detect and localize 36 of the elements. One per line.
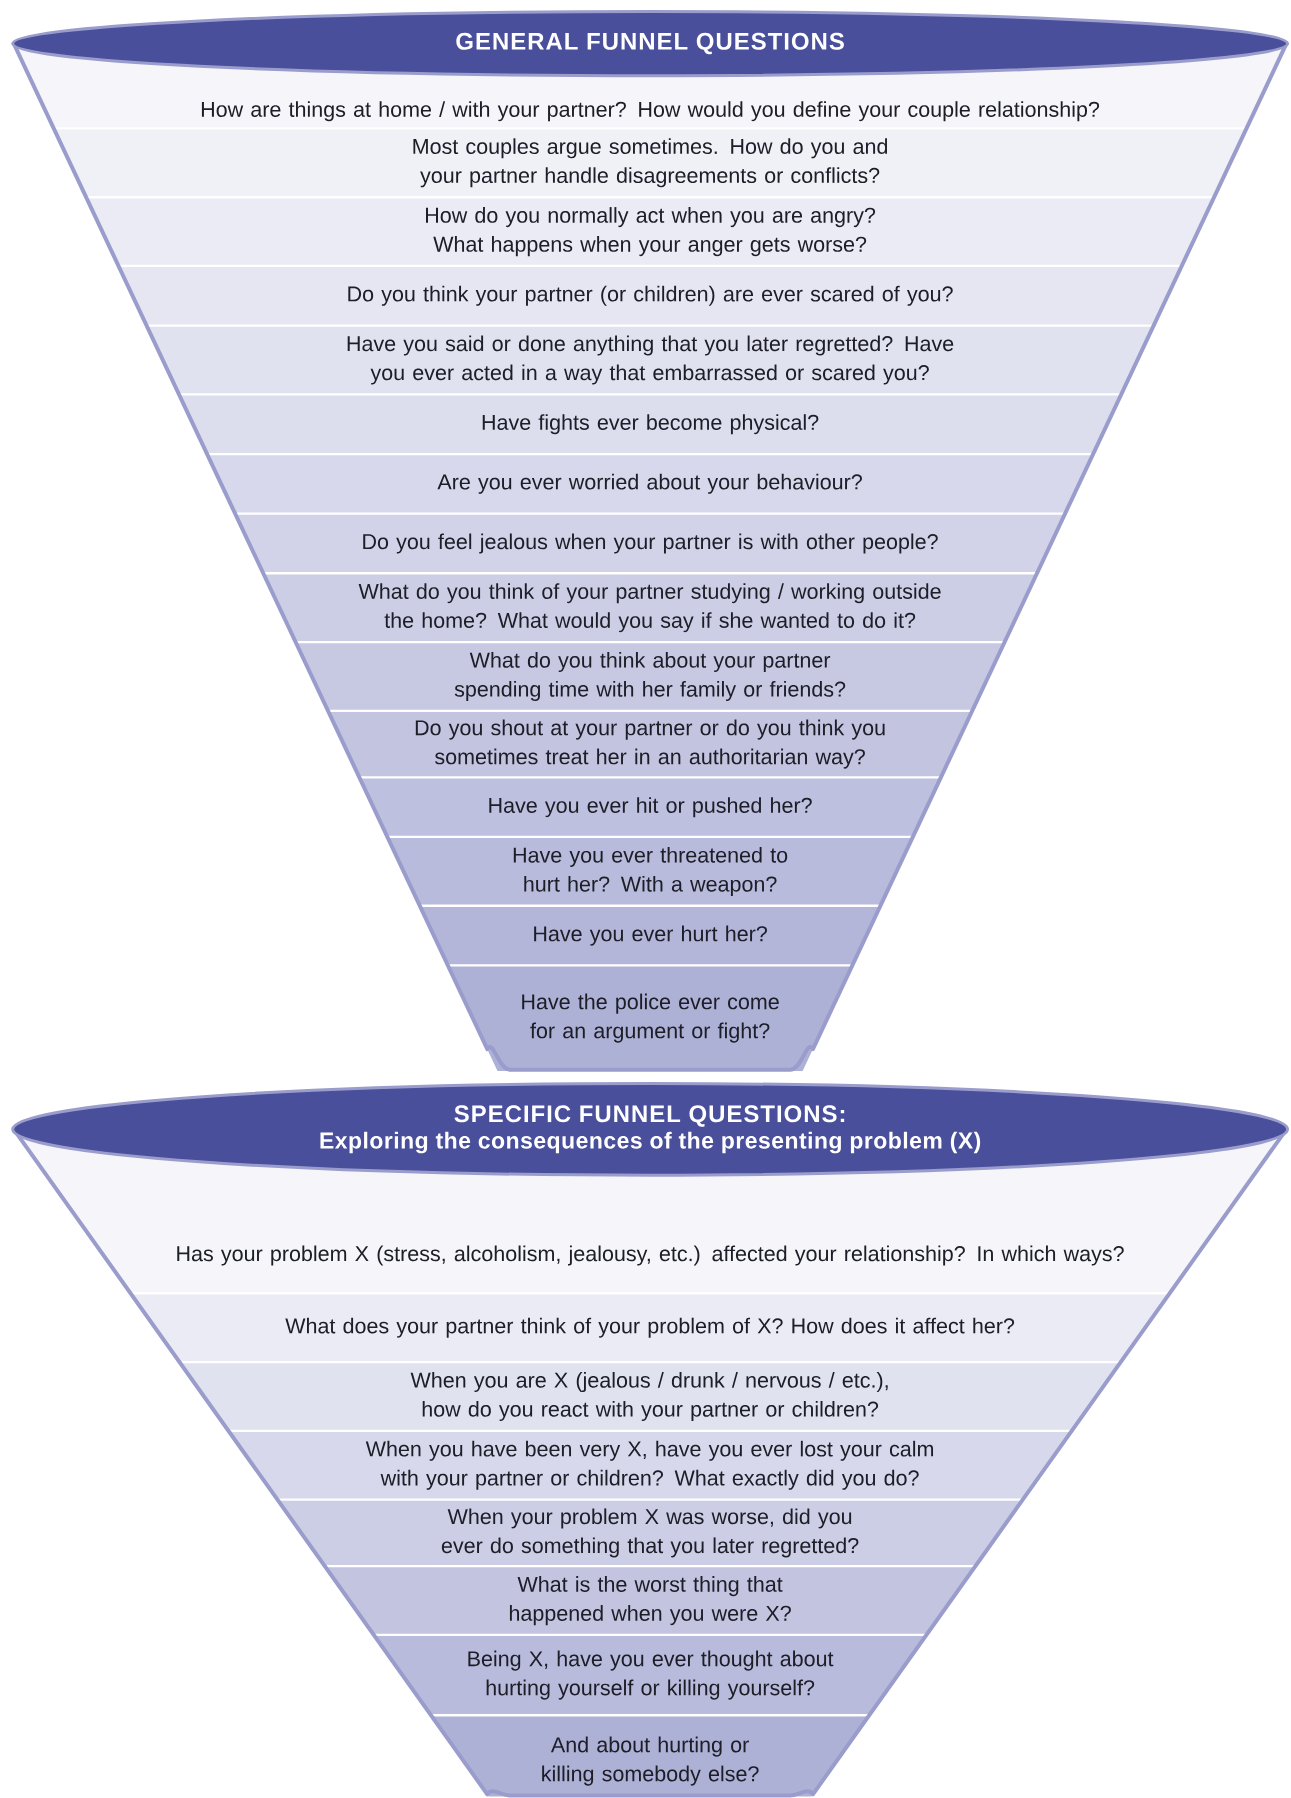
node-label: Most couples argue sometimes. How do you and your partner handle disagreements or conflicts? — [413, 138, 888, 188]
question-band: When you are X (jealous / drunk / nervous / etc.), how do you react with your partner or children? — [180, 1363, 1120, 1430]
question-band: Have fights ever become physical? — [179, 395, 1121, 453]
node-label: Are you ever worried about your behaviour? — [437, 473, 862, 494]
node-label: How are things at home / with your partner? How would you define your couple relationship? — [201, 101, 1100, 122]
question-band: What does your partner think of your problem of X? How does it affect her? — [131, 1294, 1169, 1361]
question-band: Do you feel jealous when your partner is with other people? — [235, 514, 1065, 573]
node-label: Do you think your partner (or children) are ever scared of you? — [348, 285, 953, 306]
question-band: Have you ever threatened to hurt her? With a weapon? — [387, 838, 913, 905]
question-band: Do you shout at your partner or do you think you sometimes treat her in an authoritarian way? — [328, 712, 972, 777]
node-label: Do you shout at your partner or do you think you sometimes treat her in an authoritarian way? — [415, 719, 885, 769]
question-band: Are you ever worried about your behaviour? — [207, 455, 1093, 513]
node-label: What do you think about your partner spending time with her family or friends? — [454, 651, 846, 702]
question-band: Have you ever hit or pushed her? — [359, 778, 941, 836]
node-label: Has your problem X (stress, alcoholism, jealousy, etc.) affected your relationship? In which ways? — [177, 1245, 1124, 1266]
question-band: How do you normally act when you are angry? What happens when your anger gets worse? — [86, 198, 1214, 265]
node-label: Have you said or done anything that you later regretted? Have you ever acted in a way that embarrassed or scared you? — [347, 335, 954, 385]
node-label: Have fights ever become physical? — [482, 414, 819, 435]
node-label: Have you ever hit or pushed her? — [489, 797, 812, 818]
question-band: Most couples argue sometimes. How do you and your partner handle disagreements or conflicts? — [54, 129, 1246, 197]
question-band: What is the worst thing that happened when you were X? — [325, 1567, 975, 1634]
question-band: When you have been very X, have you ever lost your calm with your partner or children? What exactly did you do? — [229, 1432, 1071, 1499]
question-band: And about hurting or killing somebody else? — [431, 1716, 869, 1797]
question-band: What do you think about your partner spending time with her family or friends? — [296, 643, 1004, 710]
node-label: How do you normally act when you are angry? What happens when your anger gets worse? — [426, 207, 876, 257]
node-label: Do you feel jealous when your partner is with other people? — [363, 533, 938, 554]
node-label: What does your partner think of your problem of X? How does it affect her? — [285, 1317, 1015, 1338]
question-band: Have you said or done anything that you later regretted? Have you ever acted in a way that embarrassed or scared you? — [147, 326, 1154, 394]
question-band: What do you think of your partner studying / working outside the home? What would you say if she wanted to do it? — [263, 574, 1037, 641]
node-label: When your problem X was worse, did you ever do something that you later regretted? — [441, 1508, 859, 1558]
question-band: Have the police ever come for an argument or fight? — [448, 966, 852, 1071]
node-label: Have the police ever come for an argument or fight? — [522, 993, 779, 1043]
question-band: Do you think your partner (or children) are ever scared of you? — [119, 267, 1182, 325]
question-band: Being X, have you ever thought about hurting yourself or killing yourself? — [374, 1636, 926, 1715]
node-label: Have you ever hurt her? — [534, 925, 767, 946]
node-label: Have you ever threatened to hurt her? With a weapon? — [513, 846, 788, 896]
